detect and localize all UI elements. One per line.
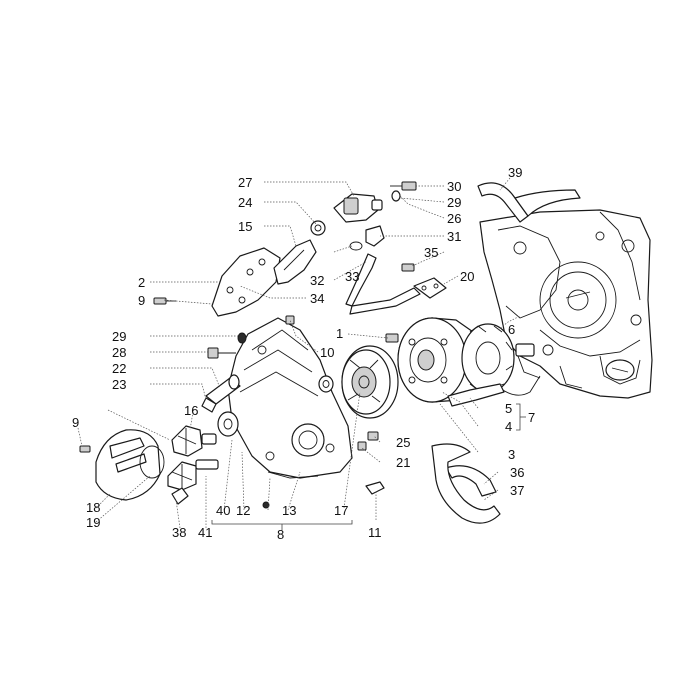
nut-21 (357, 441, 367, 451)
callout-15: 15 (238, 219, 252, 234)
callout-9-left: 9 (138, 293, 145, 308)
callout-16: 16 (184, 403, 198, 418)
clip-23 (201, 397, 217, 413)
callout-labels: 27 24 15 2 9 34 32 33 30 29 26 31 35 20 … (72, 165, 535, 542)
callout-20: 20 (460, 269, 474, 284)
screw-9-lower (79, 445, 91, 453)
screw-9-left (153, 297, 176, 305)
tube-33 (345, 253, 421, 315)
callout-22: 22 (112, 361, 126, 376)
hose-36 (445, 465, 497, 497)
bolt-1 (385, 333, 399, 343)
clip-32 (349, 241, 363, 251)
callout-32: 32 (310, 273, 324, 288)
callout-41: 41 (198, 525, 212, 540)
callout-29-top: 29 (447, 195, 461, 210)
pump-impeller-16 (171, 425, 217, 457)
bolt-30 (390, 181, 417, 191)
callout-40: 40 (216, 503, 230, 518)
callout-36: 36 (510, 465, 524, 480)
gasket-20 (413, 277, 447, 299)
washer-29-left (237, 332, 247, 344)
callout-27: 27 (238, 175, 252, 190)
callout-11: 11 (368, 525, 382, 540)
callout-26: 26 (447, 211, 461, 226)
callout-25: 25 (396, 435, 410, 450)
callout-34: 34 (310, 291, 324, 306)
washer-fan (318, 375, 334, 393)
seal-40 (217, 411, 239, 437)
elbow-31 (365, 225, 385, 247)
bracket-plate (211, 247, 281, 317)
callout-18: 18 (86, 500, 100, 515)
water-pump-cover (95, 429, 161, 501)
cover-plate (273, 239, 317, 285)
callout-17: 17 (334, 503, 348, 518)
callout-2: 2 (138, 275, 145, 290)
bolt-35 (401, 263, 415, 272)
callout-1: 1 (336, 326, 343, 341)
sleeve-24 (310, 220, 326, 236)
callout-37: 37 (510, 483, 524, 498)
callout-21: 21 (396, 455, 410, 470)
bolt-25 (367, 431, 379, 441)
screw-10 (285, 315, 295, 325)
clip-38 (171, 487, 189, 505)
washer-29-top (391, 190, 401, 202)
cooling-fan (341, 345, 399, 419)
o-ring (139, 445, 165, 479)
key-11 (365, 481, 385, 495)
group-brackets (211, 403, 526, 530)
callout-39: 39 (508, 165, 522, 180)
callout-24: 24 (238, 195, 252, 210)
callout-28: 28 (112, 345, 126, 360)
callout-3: 3 (508, 447, 515, 462)
callout-30: 30 (447, 179, 461, 194)
callout-23: 23 (112, 377, 126, 392)
fan-cover (227, 317, 353, 479)
leader-lines (77, 177, 521, 529)
callout-8: 8 (277, 527, 284, 542)
hose-37 (431, 443, 501, 524)
callout-29-left: 29 (112, 329, 126, 344)
callout-4: 4 (505, 419, 512, 434)
bolt-28 (207, 347, 236, 359)
hose-39 (477, 182, 581, 223)
dot-12 (262, 501, 270, 509)
pickup-bracket (447, 383, 505, 407)
callout-10: 10 (320, 345, 334, 360)
callout-5: 5 (505, 401, 512, 416)
callout-35: 35 (424, 245, 438, 260)
callout-6: 6 (508, 322, 515, 337)
impeller-41 (167, 459, 219, 491)
callout-33: 33 (345, 269, 359, 284)
thermostat-valve (333, 193, 383, 223)
callout-31: 31 (447, 229, 461, 244)
callout-9-lower: 9 (72, 415, 79, 430)
callout-19: 19 (86, 515, 100, 530)
callout-13: 13 (282, 503, 296, 518)
callout-7: 7 (528, 410, 535, 425)
callout-12: 12 (236, 503, 250, 518)
callout-38: 38 (172, 525, 186, 540)
